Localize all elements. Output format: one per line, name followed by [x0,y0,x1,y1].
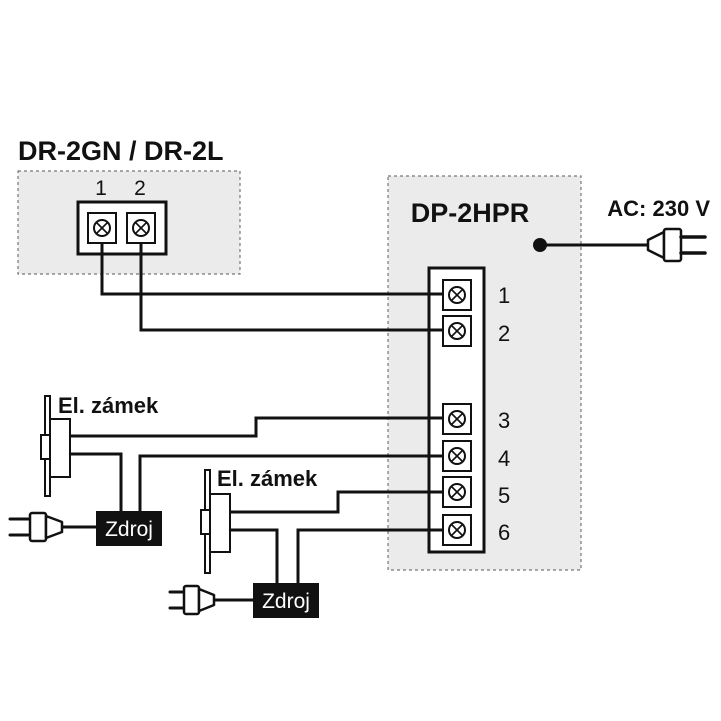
wire-lock-1-to-psu-1-supply [70,452,123,512]
lock-1-electric-lock-icon [40,395,71,497]
psu-terminal-5 [442,476,472,508]
outdoor-terminal-1 [87,212,117,244]
lock-2-electric-lock-icon [200,469,231,574]
lock-1-power-adapter-box [96,511,162,546]
lock-1: El. zámek Zdroj [8,393,443,546]
psu-terminal-4 [442,440,472,472]
psu-terminal-label-3: 3 [498,408,510,433]
outdoor-terminal-2 [126,212,156,244]
lock-2-label: El. zámek [217,466,318,491]
power-supply-label: DP-2HPR [411,198,530,228]
lock-1-power-adapter-label: Zdroj [105,518,153,541]
lock-2-plug-icon [168,584,216,616]
psu-terminal-label-6: 6 [498,520,510,545]
outdoor-terminal-label-1: 1 [95,177,107,200]
psu-terminal-label-5: 5 [498,483,510,508]
ac-mains-plug-icon [533,227,707,263]
ac-voltage-label: AC: 230 V [607,196,710,221]
psu-terminal-label-2: 2 [498,321,510,346]
lock-1-power-adapter: Zdroj [96,511,162,546]
outdoor-terminal-label-2: 2 [134,177,146,200]
outdoor-unit: DR-2GN / DR-2L 1 2 [17,136,241,275]
lock-2-power-adapter: Zdroj [253,583,319,618]
psu-terminal-3 [442,403,472,435]
psu-terminal-6 [442,514,472,546]
wire-lock-2-to-psu-5 [230,490,443,514]
power-supply-unit: DP-2HPR AC: 230 V [387,175,710,571]
lock-2-power-adapter-box [253,583,319,618]
psu-terminal-label-1: 1 [498,283,510,308]
lock-1-plug-icon [8,511,64,543]
wire-outdoor-1-to-psu-1 [100,243,443,296]
lock-2: El. zámek Zdroj [168,466,443,618]
wire-psu-1-supply-to-psu-4 [138,454,443,512]
wire-lock-1-to-psu-3 [70,416,443,438]
lock-1-label: El. zámek [58,393,159,418]
psu-terminal-1 [442,279,472,311]
psu-terminal-label-4: 4 [498,446,510,471]
outdoor-unit-label: DR-2GN / DR-2L [18,136,224,166]
wire-psu-2-supply-to-psu-6 [296,528,443,583]
wire-outdoor-2-to-psu-2 [139,243,443,332]
lock-2-power-adapter-label: Zdroj [262,590,310,613]
wire-lock-2-to-psu-2-supply [230,528,279,583]
psu-terminal-2 [442,315,472,347]
